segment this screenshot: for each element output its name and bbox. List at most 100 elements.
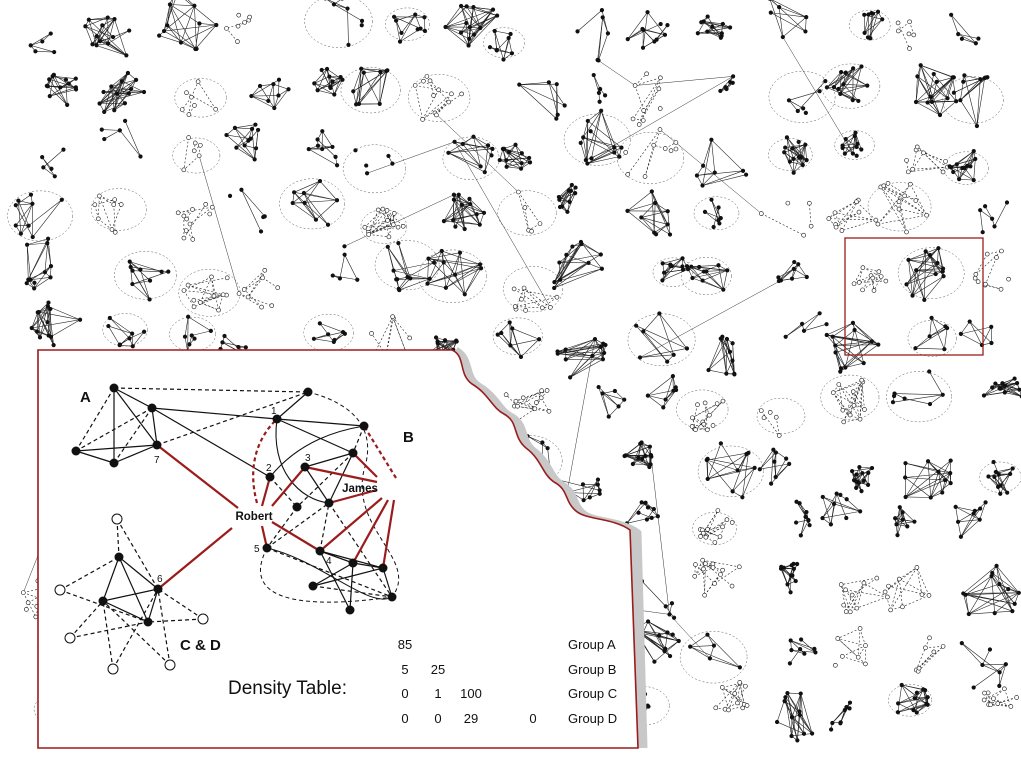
- network-node: [684, 346, 690, 351]
- network-node: [126, 91, 131, 96]
- network-node: [803, 29, 808, 34]
- network-node: [380, 206, 386, 212]
- network-node: [851, 281, 857, 287]
- network-node: [239, 187, 244, 192]
- network-node: [740, 495, 745, 500]
- density-cell: 0: [401, 686, 408, 701]
- network-node: [849, 592, 855, 598]
- network-node: [772, 459, 777, 464]
- network-node: [838, 91, 843, 97]
- network-node: [256, 127, 261, 133]
- network-node: [785, 690, 790, 696]
- network-node: [990, 385, 995, 390]
- network-node: [330, 273, 335, 278]
- network-node: [213, 106, 218, 112]
- network-node: [48, 275, 53, 280]
- network-node: [384, 68, 389, 73]
- network-node: [700, 183, 705, 188]
- network-node: [418, 26, 423, 31]
- network-node: [386, 234, 392, 240]
- network-node: [943, 159, 948, 164]
- network-node: [630, 461, 635, 467]
- network-node: [546, 408, 552, 414]
- network-node: [914, 710, 919, 715]
- network-node: [647, 464, 652, 470]
- broker-tie: [260, 476, 272, 507]
- network-node: [798, 691, 803, 696]
- tie: [75, 407, 153, 452]
- network-node: [558, 277, 563, 282]
- density-row-label: Group C: [568, 686, 617, 701]
- density-cell: 100: [460, 686, 482, 701]
- network-node: [892, 391, 897, 396]
- network-node: [451, 192, 457, 197]
- network-node: [791, 561, 796, 566]
- network-node: [452, 139, 457, 144]
- network-node: [862, 30, 867, 36]
- network-node: [860, 287, 865, 293]
- network-node: [109, 227, 115, 232]
- network-node: [595, 482, 600, 487]
- network-node: [768, 0, 772, 1]
- network-node: [885, 181, 891, 186]
- network-node: [362, 224, 368, 230]
- density-cell: 0: [401, 711, 408, 726]
- network-node: [599, 266, 605, 271]
- network-node: [982, 690, 987, 696]
- network-node: [625, 36, 630, 42]
- network-node: [844, 497, 849, 502]
- network-node: [876, 269, 882, 274]
- network-node: [592, 337, 598, 342]
- network-node: [993, 381, 998, 386]
- network-node: [913, 198, 919, 203]
- network-node: [227, 193, 233, 199]
- network-node: [29, 325, 34, 331]
- network-node: [466, 43, 471, 48]
- network-node: [896, 199, 902, 204]
- network-node: [945, 325, 950, 331]
- network-node: [563, 347, 568, 352]
- network-node: [927, 252, 933, 258]
- network-node: [181, 288, 187, 293]
- network-node: [203, 202, 209, 207]
- network-node: [124, 53, 129, 58]
- network-node: [52, 49, 57, 55]
- network-node: [359, 18, 365, 23]
- network-node: [783, 145, 788, 150]
- network-node: [257, 83, 263, 89]
- network-node: [52, 174, 57, 179]
- network-node: [598, 344, 603, 349]
- tie: [59, 589, 149, 623]
- network-node: [951, 90, 957, 95]
- network-node: [235, 39, 240, 44]
- network-node: [671, 352, 676, 357]
- network-node: [453, 272, 458, 277]
- network-node: [640, 456, 645, 462]
- network-node: [427, 78, 433, 84]
- tie: [151, 407, 271, 478]
- tie: [156, 391, 309, 446]
- network-node: [462, 226, 467, 232]
- network-node: [783, 695, 788, 700]
- network-node: [801, 328, 807, 333]
- tie: [312, 567, 384, 587]
- network-node: [782, 699, 787, 704]
- network-node: [460, 141, 465, 147]
- network-node: [743, 683, 748, 689]
- network-node: [45, 241, 50, 246]
- network-node: [851, 403, 857, 408]
- network-node: [638, 441, 643, 446]
- network-node: [839, 69, 844, 75]
- network-node: [369, 331, 374, 336]
- tie: [118, 556, 149, 623]
- network-node: [701, 421, 707, 427]
- network-node: [507, 320, 512, 325]
- network-node: [963, 592, 968, 597]
- network-node: [66, 81, 71, 86]
- network-node: [833, 343, 838, 348]
- network-node: [906, 31, 912, 37]
- network-node: [758, 408, 764, 413]
- network-node: [663, 604, 668, 609]
- network-node: [978, 506, 983, 511]
- network-node: [869, 465, 875, 471]
